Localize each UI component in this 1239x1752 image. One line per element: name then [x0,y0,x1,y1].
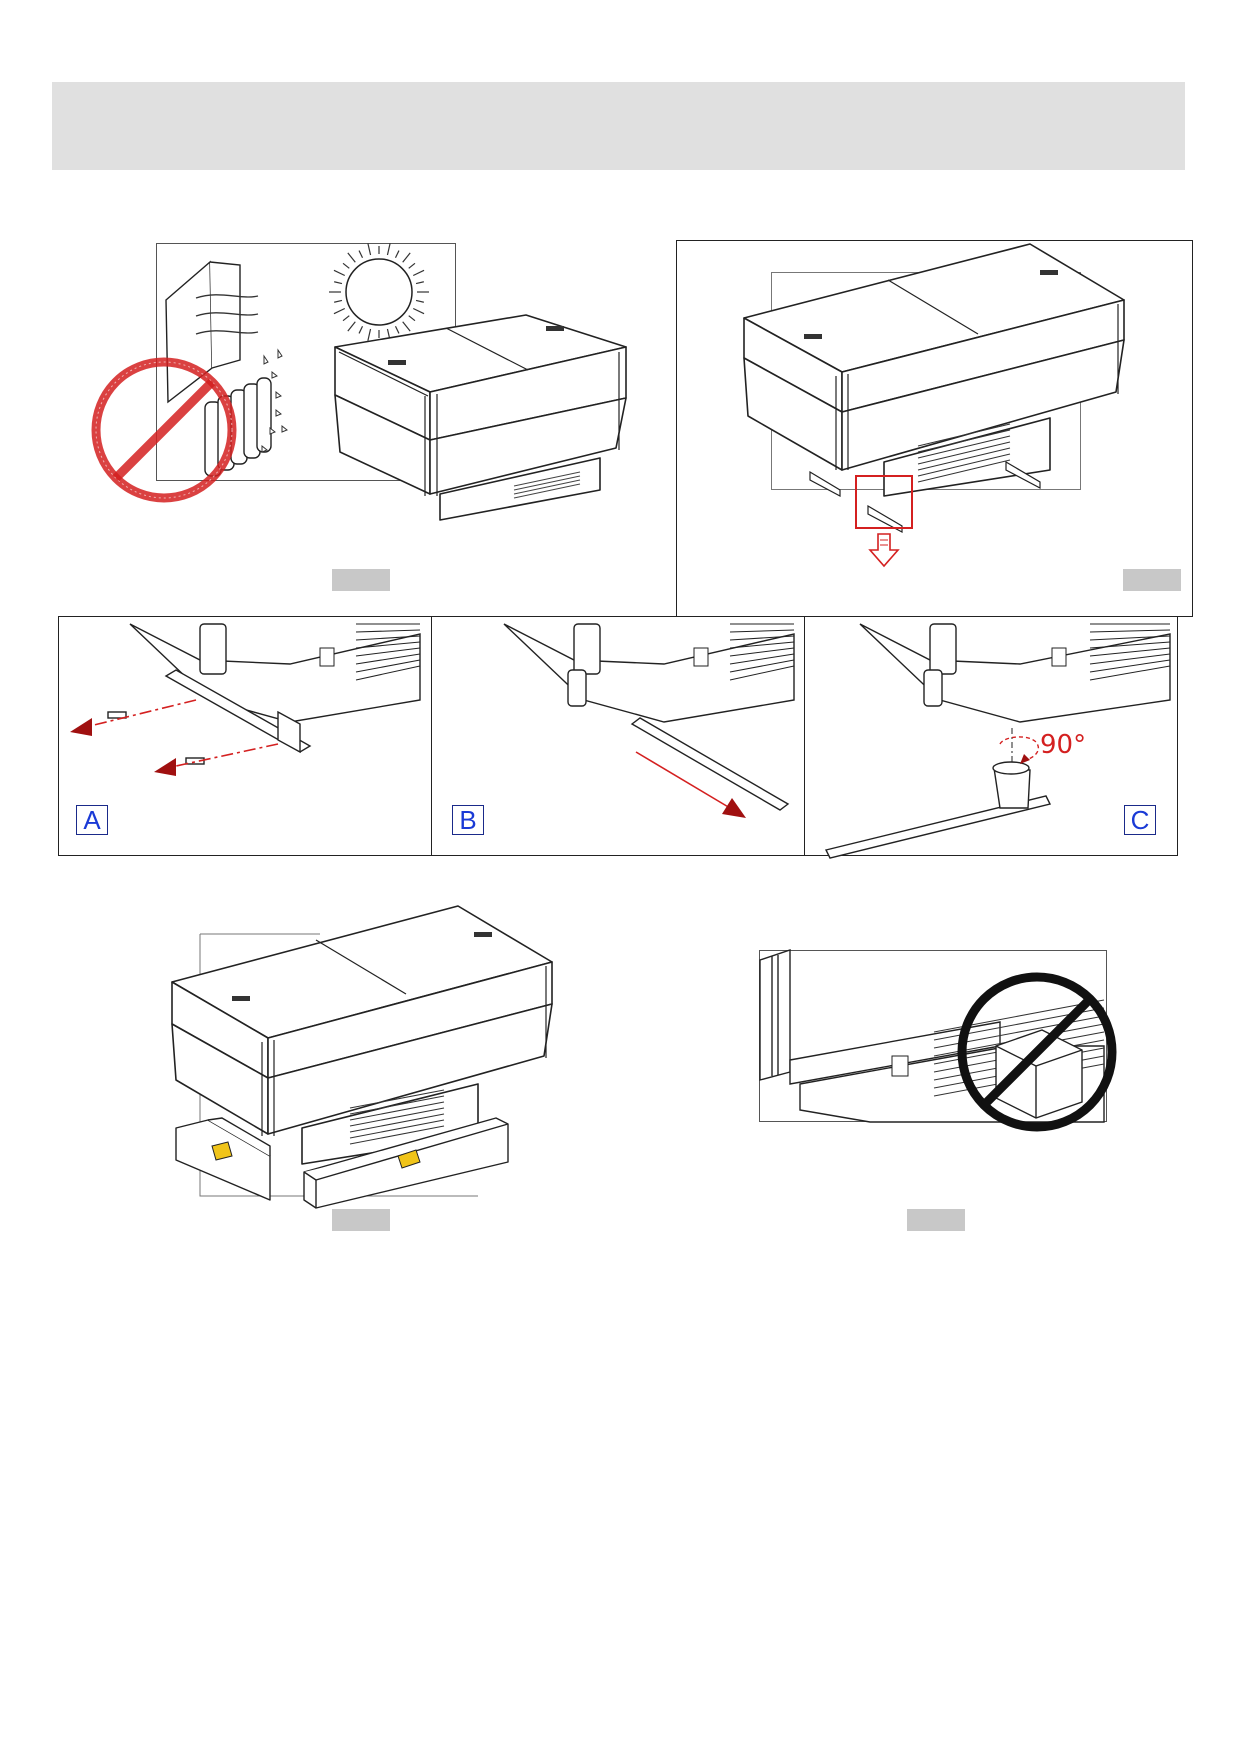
figure-caption-tag [1123,569,1181,591]
sun-ray [412,307,425,315]
section-header-band [52,82,1185,170]
figure-caption-tag [332,569,390,591]
sun-ray [394,250,400,259]
step-label-c: C [1124,805,1156,835]
sun-ray [412,269,425,277]
sun-ray [358,250,364,259]
sun-ray [402,252,411,263]
sun-ray [415,299,424,303]
sun-ray [334,299,343,303]
sun-ray [415,281,424,285]
step-label-b: B [452,805,484,835]
sun-ray [347,321,356,332]
figure-caption-tag [907,1209,965,1231]
sun-ray [358,325,364,334]
sun-ray [347,252,356,263]
step-panel-c [804,616,1178,856]
sun-ray [334,281,343,285]
sun-ray [394,325,400,334]
sun-ray [408,315,416,322]
sun-ray [408,262,416,269]
sun-ray [386,243,391,256]
padding-yellow [211,1141,421,1169]
rotation-angle-label: 90° [1040,730,1087,760]
sun-ray [367,328,372,341]
sun-ray [402,321,411,332]
sun-ray [333,307,346,315]
sun-ray [342,315,350,322]
sun-ray [333,269,346,277]
step-label-a: A [76,805,108,835]
sun-ray [367,243,372,256]
sun-ray [342,262,350,269]
screw-icon [107,711,205,765]
figure-caption-tag [332,1209,390,1231]
